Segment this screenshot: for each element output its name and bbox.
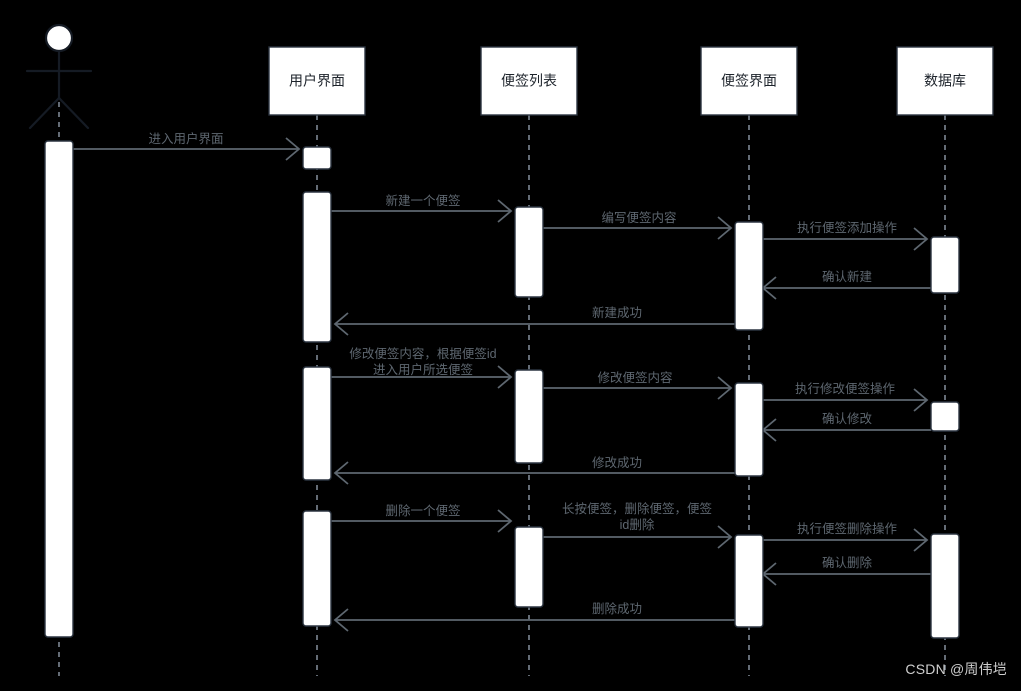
message-m1[interactable]: 进入用户界面 (73, 131, 301, 161)
activation-bar-ui (302, 191, 332, 343)
message-label-m14: 执行便签删除操作 (797, 521, 898, 536)
activation-bar-ui (302, 510, 332, 627)
actor-layer (25, 23, 93, 130)
message-arrowhead-m8 (717, 376, 733, 400)
participant-label-notelist: 便签列表 (501, 73, 557, 89)
message-arrowhead-m13 (717, 525, 733, 549)
message-m6[interactable]: 新建成功 (333, 305, 735, 336)
activation-bar-ui (302, 146, 332, 170)
activation-bar-notelist (514, 369, 544, 464)
message-label-line: 执行便签添加操作 (797, 220, 898, 235)
message-label-line: 确认修改 (822, 411, 873, 426)
message-arrowhead-m11 (333, 461, 349, 485)
message-label-m2: 新建一个便签 (385, 193, 461, 208)
message-m12[interactable]: 删除一个便签 (331, 503, 513, 533)
message-label-m8: 修改便签内容 (597, 370, 672, 385)
activation-bar-notelist (514, 206, 544, 298)
message-m4[interactable]: 执行便签添加操作 (763, 220, 929, 251)
message-m14[interactable]: 执行便签删除操作 (763, 521, 929, 552)
message-m15[interactable]: 确认删除 (761, 555, 931, 586)
message-label-line: 新建一个便签 (385, 193, 461, 208)
actor-leg-right-icon (57, 96, 90, 130)
message-label-line: 修改便签内容，根据便签id (349, 346, 496, 361)
message-label-m3: 编写便签内容 (601, 210, 676, 225)
message-label-m9: 执行修改便签操作 (795, 381, 896, 396)
message-arrowhead-m3 (717, 216, 733, 240)
message-label-line: 修改便签内容 (597, 370, 672, 385)
message-label-m16: 删除成功 (592, 601, 642, 616)
activations-layer (44, 140, 960, 639)
message-label-line: 编写便签内容 (601, 210, 676, 225)
message-arrowhead-m14 (913, 528, 929, 552)
message-arrowhead-m9 (913, 388, 929, 412)
message-label-line: 执行便签删除操作 (797, 521, 898, 536)
activation-bar-actor (44, 140, 74, 638)
actor-head-icon (44, 23, 74, 53)
message-label-line: 进入用户所选便签 (373, 362, 474, 377)
message-m8[interactable]: 修改便签内容 (543, 370, 733, 400)
message-label-m10: 确认修改 (822, 411, 873, 426)
message-arrowhead-m2 (497, 199, 513, 223)
activation-bar-db (930, 401, 960, 432)
message-label-m5: 确认新建 (822, 269, 873, 284)
participant-label-ui: 用户界面 (289, 73, 345, 89)
participant-box-ui (268, 46, 366, 116)
participant-box-db (896, 46, 994, 116)
message-m2[interactable]: 新建一个便签 (331, 193, 513, 223)
message-m11[interactable]: 修改成功 (333, 455, 735, 485)
message-label-line: 修改成功 (592, 455, 642, 470)
actor-leg-left-icon (28, 96, 61, 130)
activation-bar-noteui (734, 534, 764, 628)
participant-box-noteui (700, 46, 798, 116)
watermark: CSDN @周伟垲 (905, 661, 1007, 677)
message-m9[interactable]: 执行修改便签操作 (763, 381, 929, 412)
message-label-line: 新建成功 (592, 305, 642, 320)
participant-notelist[interactable]: 便签列表 (480, 46, 578, 116)
message-arrowhead-m4 (913, 227, 929, 251)
participants-layer: 用户界面 便签列表 便签界面 数据库 (268, 46, 994, 116)
message-label-line: 长按便签，删除便签，便签 (562, 501, 713, 516)
message-arrowhead-m12 (497, 509, 513, 533)
message-arrowhead-m7 (497, 365, 513, 389)
message-label-line: id删除 (620, 517, 655, 532)
message-label-m15: 确认删除 (822, 555, 873, 570)
participant-noteui[interactable]: 便签界面 (700, 46, 798, 116)
message-arrowhead-m6 (333, 312, 349, 336)
participant-label-db: 数据库 (924, 73, 966, 89)
messages-layer: 进入用户界面新建一个便签编写便签内容执行便签添加操作确认新建新建成功修改便签内容… (73, 131, 931, 632)
activation-bar-ui (302, 366, 332, 481)
activation-bar-noteui (734, 221, 764, 331)
message-label-line: 进入用户界面 (148, 131, 223, 146)
message-label-line: 确认新建 (822, 269, 873, 284)
message-label-line: 删除成功 (592, 601, 642, 616)
activation-bar-notelist (514, 526, 544, 608)
message-label-line: 删除一个便签 (385, 503, 461, 518)
message-label-m12: 删除一个便签 (385, 503, 461, 518)
activation-bar-db (930, 236, 960, 294)
message-label-m6: 新建成功 (592, 305, 642, 320)
message-label-line: 执行修改便签操作 (795, 381, 896, 396)
participant-box-notelist (480, 46, 578, 116)
message-m10[interactable]: 确认修改 (761, 411, 931, 442)
message-arrowhead-m16 (333, 608, 349, 632)
message-arrowhead-m1 (285, 137, 301, 161)
participant-label-noteui: 便签界面 (721, 73, 777, 89)
message-label-line: 确认删除 (822, 555, 873, 570)
message-m5[interactable]: 确认新建 (761, 269, 931, 300)
message-m16[interactable]: 删除成功 (333, 601, 735, 632)
activation-bar-noteui (734, 382, 764, 477)
participant-db[interactable]: 数据库 (896, 46, 994, 116)
message-label-m4: 执行便签添加操作 (797, 220, 898, 235)
message-label-m11: 修改成功 (592, 455, 642, 470)
activation-bar-db (930, 533, 960, 639)
participant-ui[interactable]: 用户界面 (268, 46, 366, 116)
message-m3[interactable]: 编写便签内容 (543, 210, 733, 240)
message-label-m1: 进入用户界面 (148, 131, 223, 146)
